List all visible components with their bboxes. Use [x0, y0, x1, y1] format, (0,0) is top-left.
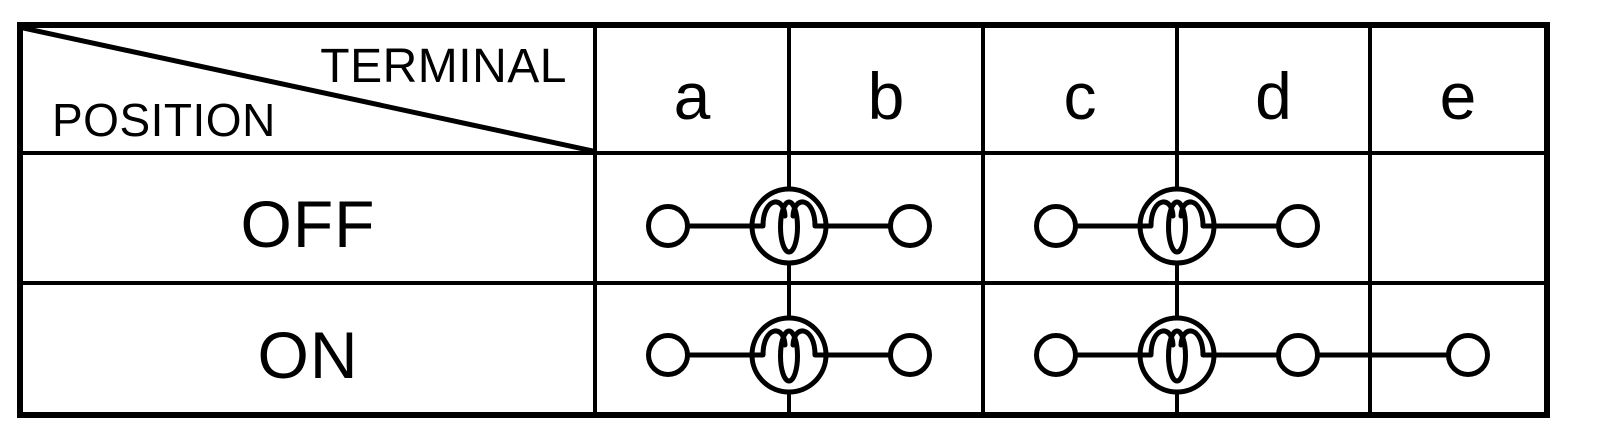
corner-cell: TERMINAL POSITION — [23, 28, 597, 155]
lamp-filament-loop — [1166, 328, 1188, 384]
position-axis-label: POSITION — [52, 94, 276, 146]
diagonal-divider-line — [23, 28, 593, 151]
terminal-contact-icon — [888, 333, 932, 377]
connection-diagram-on — [597, 285, 1544, 412]
terminal-header-d: d — [1179, 28, 1372, 155]
position-label-off: OFF — [23, 155, 597, 285]
terminal-contact-icon — [1034, 204, 1078, 248]
terminal-contact-icon — [1446, 333, 1490, 377]
lamp-filament-loop — [778, 328, 800, 384]
terminal-header-a: a — [597, 28, 791, 155]
terminal-contact-icon — [646, 204, 690, 248]
terminal-contact-icon — [1276, 333, 1320, 377]
terminal-contact-icon — [888, 204, 932, 248]
lamp-filament-loop — [778, 199, 800, 255]
terminal-connection-table: TERMINAL POSITION a b c d e OFF ON — [17, 22, 1550, 418]
connection-diagram-on-svg — [646, 285, 1490, 412]
lamp-filament-loop — [1166, 199, 1188, 255]
terminal-header-b: b — [791, 28, 985, 155]
terminal-header-e: e — [1372, 28, 1544, 155]
terminal-header-c: c — [985, 28, 1179, 155]
terminal-contact-icon — [1276, 204, 1320, 248]
connection-diagram-off — [597, 155, 1544, 285]
connection-diagram-off-svg — [646, 155, 1372, 281]
terminal-contact-icon — [646, 333, 690, 377]
terminal-axis-label: TERMINAL — [320, 40, 567, 93]
terminal-contact-icon — [1034, 333, 1078, 377]
position-label-on: ON — [23, 285, 597, 412]
